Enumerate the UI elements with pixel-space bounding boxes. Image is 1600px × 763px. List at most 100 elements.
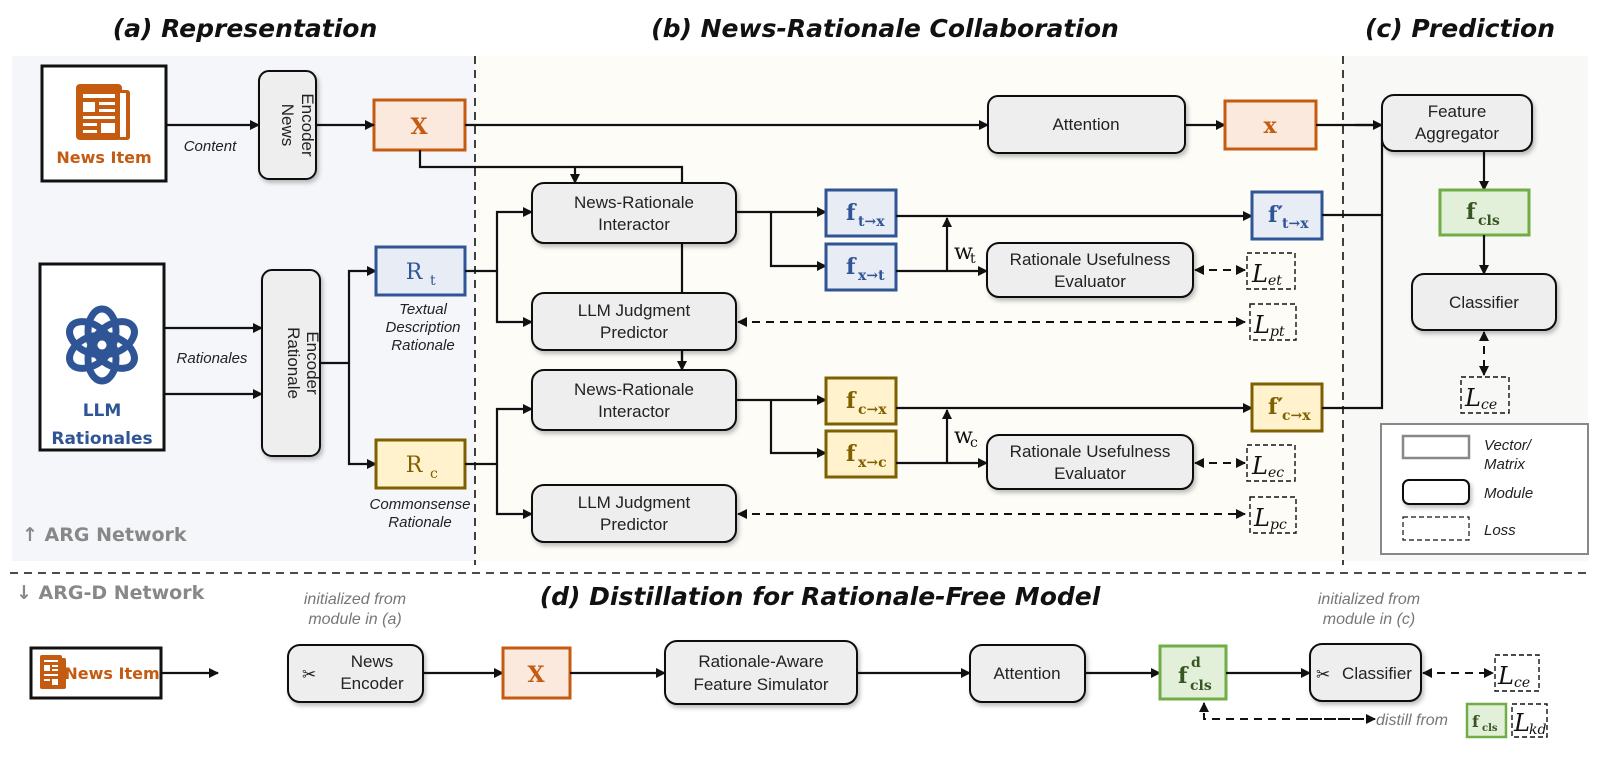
- svg-text:f′: f′: [1268, 394, 1283, 420]
- svg-text:Evaluator: Evaluator: [1054, 272, 1126, 291]
- svg-text:f: f: [846, 254, 857, 280]
- svg-text:Rationale-Aware: Rationale-Aware: [698, 652, 823, 671]
- svg-text:x: x: [1263, 113, 1277, 139]
- llm-judgment-predictor-bottom: LLM Judgment Predictor: [531, 484, 737, 543]
- svg-text:Attention: Attention: [1052, 115, 1119, 134]
- vector-f-x-to-t: f x→t: [824, 242, 898, 292]
- svg-text:cls: cls: [1478, 213, 1500, 229]
- svg-text:Feature: Feature: [1428, 102, 1487, 121]
- svg-text:Attention: Attention: [993, 664, 1060, 683]
- svg-text:f: f: [1466, 199, 1477, 225]
- legend-loss-label: Loss: [1484, 522, 1516, 539]
- svg-text:X: X: [527, 662, 545, 688]
- svg-text:News-Rationale: News-Rationale: [574, 380, 694, 399]
- rationales-label: Rationales: [177, 350, 248, 367]
- svg-text:L: L: [1251, 260, 1268, 288]
- svg-text:c: c: [430, 466, 438, 482]
- svg-text:d: d: [1191, 655, 1201, 671]
- scissors-icon: ✂: [1316, 665, 1330, 684]
- svg-text:x→t: x→t: [858, 268, 885, 284]
- vector-f-prime-t-to-x: f′ t→x: [1250, 190, 1324, 241]
- vector-f-x-to-c: f x→c: [824, 429, 898, 479]
- legend-vector-label-1: Vector/: [1484, 437, 1533, 454]
- feature-aggregator-module: Feature Aggregator: [1381, 94, 1533, 152]
- svg-text:Classifier: Classifier: [1342, 664, 1412, 683]
- attention-module-d: Attention: [969, 644, 1086, 703]
- arg-network-label: ↑ ARG Network: [22, 524, 187, 546]
- svg-text:Encoder: Encoder: [340, 674, 404, 693]
- edge-Rt-to-ljp: [495, 271, 533, 327]
- loss-Lkd: L kd: [1511, 703, 1548, 738]
- loss-Lce: L ce: [1460, 376, 1510, 414]
- svg-text:Predictor: Predictor: [600, 515, 668, 534]
- svg-text:News: News: [351, 652, 394, 671]
- commonsense-rationale-label-2: Rationale: [388, 514, 451, 531]
- news-encoder-module-d: ✂ News Encoder: [287, 644, 424, 703]
- svg-text:f: f: [846, 388, 857, 414]
- edge-renc-to-Rc: [347, 363, 377, 469]
- llm-rationales-input: LLM Rationales: [38, 262, 166, 452]
- classifier-module: Classifier: [1411, 273, 1557, 331]
- svg-text:cls: cls: [1190, 678, 1212, 694]
- svg-text:Interactor: Interactor: [598, 215, 670, 234]
- weight-wt: w: [954, 240, 973, 265]
- news-rationale-interactor-top: News-Rationale Interactor: [531, 182, 737, 244]
- rationale-encoder-module: Rationale Encoder: [261, 269, 322, 457]
- svg-text:R: R: [406, 260, 424, 285]
- svg-text:L: L: [1251, 452, 1268, 480]
- news-item-input: News Item: [40, 64, 168, 183]
- edge-X-to-interactors: [418, 150, 684, 370]
- news-item-label-d: News Item: [64, 664, 159, 683]
- loss-Lce-d: L ce: [1494, 654, 1540, 692]
- vector-x: x: [1223, 99, 1318, 151]
- edge-fcx-prime-to-aggregator: [1322, 215, 1384, 410]
- svg-text:Evaluator: Evaluator: [1054, 464, 1126, 483]
- llm-logo-icon: [66, 305, 138, 385]
- content-label: Content: [184, 138, 237, 155]
- svg-text:f′: f′: [1268, 202, 1283, 228]
- svg-text:f: f: [846, 441, 857, 467]
- svg-text:c→x: c→x: [1282, 408, 1311, 424]
- legend-loss-swatch: [1402, 516, 1470, 541]
- edge-nri-to-fxt: [769, 212, 827, 271]
- argd-network-label: ↓ ARG-D Network: [16, 582, 205, 604]
- svg-text:Predictor: Predictor: [600, 323, 668, 342]
- vector-Rc: R c: [374, 438, 467, 490]
- vector-f-prime-c-to-x: f′ c→x: [1250, 382, 1324, 433]
- svg-text:X: X: [410, 114, 428, 140]
- news-encoder-module: News Encoder: [258, 70, 317, 180]
- svg-text:ce: ce: [1481, 397, 1497, 413]
- section-title-d: (d) Distillation for Rationale-Free Mode…: [540, 582, 1101, 611]
- svg-text:News-Rationale: News-Rationale: [574, 193, 694, 212]
- loss-Lec: L ec: [1246, 444, 1296, 482]
- legend-module-label: Module: [1484, 485, 1533, 502]
- svg-text:Interactor: Interactor: [598, 402, 670, 421]
- news-rationale-interactor-bottom: News-Rationale Interactor: [531, 369, 737, 431]
- llm-judgment-predictor-top: LLM Judgment Predictor: [531, 292, 737, 351]
- vector-f-cls: f cls: [1438, 188, 1531, 237]
- init-note-a-1: initialized from: [304, 591, 406, 608]
- svg-text:f: f: [1472, 712, 1480, 731]
- rationale-encoder-label-1: Rationale: [284, 327, 303, 399]
- vector-f-t-to-x: f t→x: [824, 188, 898, 238]
- attention-module: Attention: [987, 95, 1186, 154]
- svg-text:t: t: [430, 273, 436, 289]
- vector-f-cls-teacher: f cls: [1465, 702, 1508, 739]
- init-note-c-1: initialized from: [1318, 591, 1420, 608]
- init-note-c-2: module in (c): [1323, 611, 1415, 628]
- init-note-a-2: module in (a): [308, 611, 401, 628]
- section-title-c: (c) Prediction: [1365, 14, 1555, 43]
- distill-from-label: distill from: [1376, 712, 1448, 729]
- rationale-usefulness-evaluator-bottom: Rationale Usefulness Evaluator: [986, 434, 1194, 490]
- svg-text:L: L: [1497, 662, 1514, 690]
- news-encoder-label-1: News: [278, 104, 297, 147]
- svg-text:Rationale Usefulness: Rationale Usefulness: [1010, 442, 1171, 461]
- edge-nri-to-fxc: [769, 400, 827, 458]
- svg-text:c: c: [970, 435, 978, 451]
- rationale-aware-feature-simulator-module: Rationale-Aware Feature Simulator: [664, 640, 858, 705]
- edge-Rt-to-nri: [465, 207, 533, 273]
- svg-text:f: f: [1178, 663, 1189, 689]
- edge-distill-to-fcls-d: [1199, 702, 1374, 720]
- legend-module-swatch: [1402, 479, 1470, 505]
- svg-text:ec: ec: [1268, 465, 1284, 481]
